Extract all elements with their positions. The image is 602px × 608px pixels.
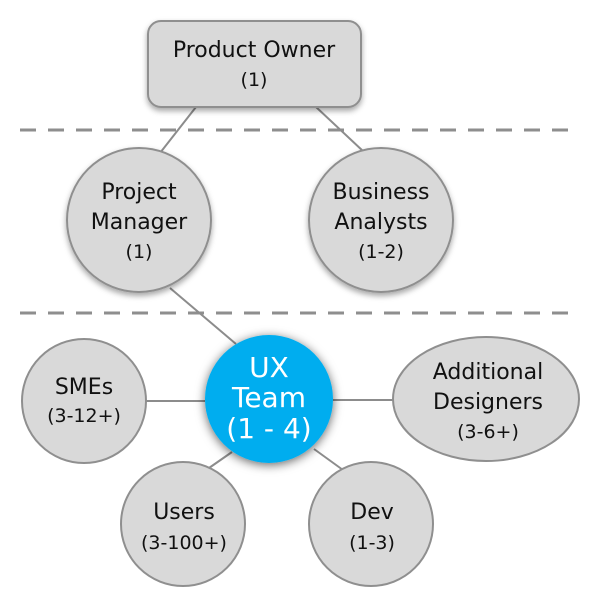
users-count: (3-100+): [141, 532, 227, 554]
product-owner-box: [147, 20, 362, 108]
product-owner-count: (1): [241, 69, 268, 91]
project-manager-count: (1): [126, 241, 153, 263]
ux-team-circle: [205, 335, 333, 463]
node-business-analysts[interactable]: Business Analysts (1-2): [308, 147, 454, 293]
node-ux-team[interactable]: UX Team (1 - 4): [205, 335, 333, 463]
ux-team-count: (1 - 4): [226, 412, 311, 445]
project-manager-label-line1: Project: [101, 180, 177, 205]
business-analysts-circle: [308, 147, 454, 293]
smes-label: SMEs: [55, 375, 113, 400]
edge-product-owner-project-manager: [159, 106, 197, 154]
ux-team-label-line1: UX: [249, 351, 289, 384]
project-manager-circle: [66, 147, 212, 293]
edge-project-manager-ux-team: [169, 287, 237, 345]
dev-label: Dev: [350, 500, 394, 525]
dev-circle: [308, 461, 434, 587]
node-users[interactable]: Users (3-100+): [120, 461, 246, 587]
node-smes[interactable]: SMEs (3-12+): [21, 338, 147, 464]
business-analysts-label-line2: Analysts: [334, 210, 427, 235]
node-project-manager[interactable]: Project Manager (1): [66, 147, 212, 293]
edge-product-owner-business-analysts: [315, 106, 365, 153]
users-circle: [120, 461, 246, 587]
project-manager-label-line2: Manager: [91, 210, 188, 235]
additional-designers-label-line1: Additional: [433, 360, 543, 385]
additional-designers-label-line2: Designers: [433, 390, 543, 415]
additional-designers-count: (3-6+): [457, 421, 519, 443]
additional-designers-ellipse: [392, 336, 580, 462]
edge-ux-team-users: [208, 451, 233, 469]
product-owner-label: Product Owner: [173, 38, 336, 63]
ux-team-label-line2: Team: [231, 381, 306, 414]
users-label: Users: [153, 500, 215, 525]
dev-count: (1-3): [349, 532, 395, 554]
node-product-owner[interactable]: Product Owner (1): [147, 20, 362, 108]
edge-ux-team-dev: [313, 448, 344, 471]
business-analysts-label-line1: Business: [332, 180, 429, 205]
node-additional-designers[interactable]: Additional Designers (3-6+): [392, 336, 580, 462]
smes-circle: [21, 338, 147, 464]
node-dev[interactable]: Dev (1-3): [308, 461, 434, 587]
smes-count: (3-12+): [47, 405, 121, 427]
business-analysts-count: (1-2): [358, 241, 404, 263]
